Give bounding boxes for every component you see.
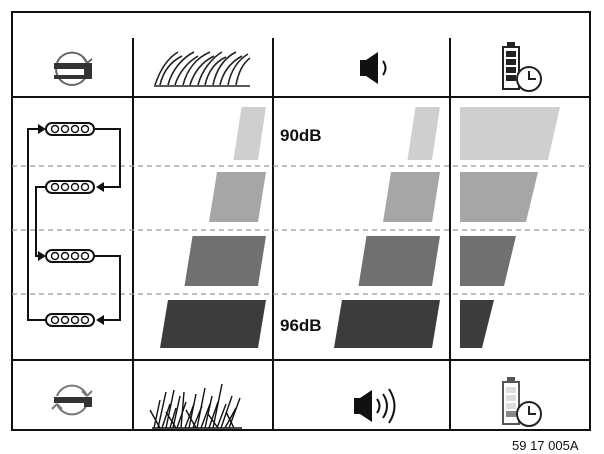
runtime-bars — [460, 107, 560, 348]
runtime-bar-4 — [460, 300, 494, 348]
long-grass-icon — [154, 51, 251, 87]
runtime-bar-3 — [460, 236, 516, 286]
cycle-arrows — [27, 128, 121, 321]
noise-bar-3 — [358, 236, 440, 286]
grass-bar-3 — [184, 236, 266, 286]
runtime-bar-1 — [460, 107, 560, 160]
battery-full-clock-icon — [502, 42, 542, 92]
grass-bar-2 — [209, 172, 266, 222]
indicator-lights — [50, 124, 90, 325]
speaker-low-icon — [360, 52, 387, 84]
level-indicators — [45, 122, 95, 327]
grass-bar-1 — [233, 107, 266, 160]
short-grass-icon — [149, 383, 242, 429]
noise-bar-1 — [407, 107, 440, 160]
grass-bars — [160, 107, 266, 348]
speaker-high-icon — [354, 388, 396, 424]
battery-low-clock-icon — [502, 377, 542, 427]
figure-code: 59 17 005A — [512, 438, 579, 453]
runtime-bar-2 — [460, 172, 538, 222]
noise-bar-2 — [383, 172, 440, 222]
arrowheads — [38, 124, 104, 325]
blade-height-high-icon — [54, 51, 93, 86]
noise-bars — [334, 107, 440, 348]
noise-bar-4 — [334, 300, 440, 348]
high-noise-label: 96dB — [280, 316, 322, 335]
low-noise-label: 90dB — [280, 126, 322, 145]
grass-bar-4 — [160, 300, 266, 348]
blade-height-cycle-icon — [51, 384, 93, 416]
frame — [11, 11, 591, 431]
